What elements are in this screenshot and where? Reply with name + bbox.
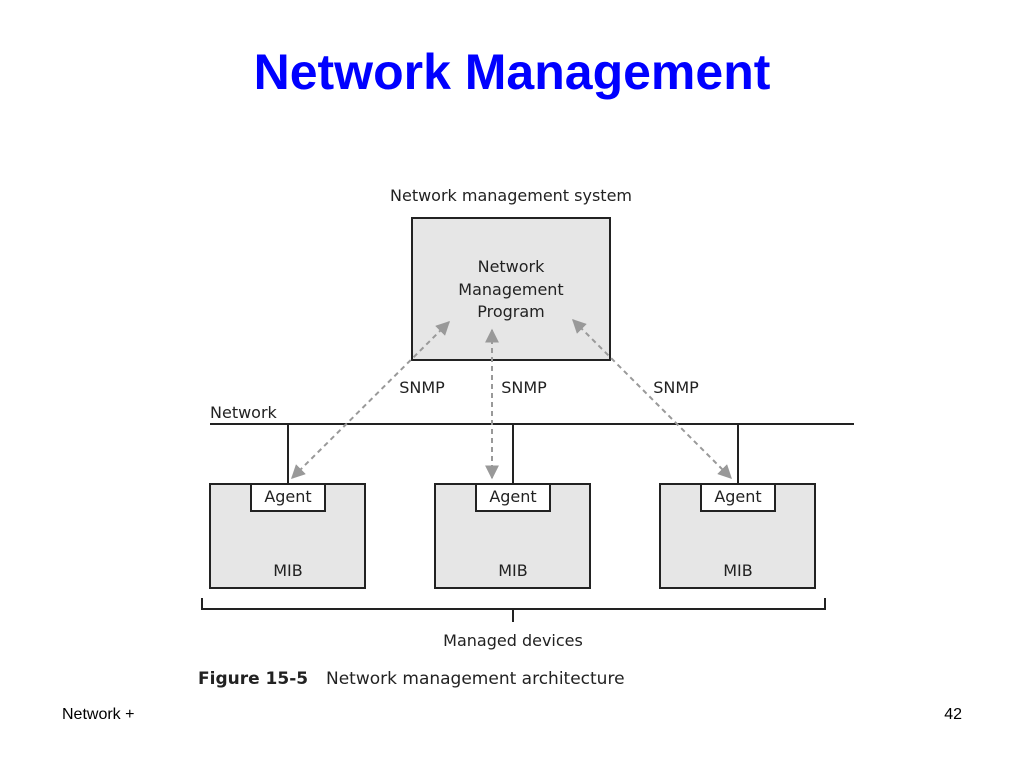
nms-label: Network management system (390, 186, 632, 205)
program-line-1: Network (478, 257, 546, 276)
mib-label-1: MIB (273, 561, 303, 580)
managed-devices-bracket (201, 598, 826, 622)
agent-label-1: Agent (264, 487, 311, 506)
agent-box-1 (250, 483, 326, 512)
network-label: Network (210, 403, 278, 422)
managed-devices-label: Managed devices (443, 631, 583, 650)
figure-number: Figure 15-5 (198, 669, 308, 689)
agent-label-3: Agent (714, 487, 761, 506)
page-number: 42 (944, 706, 962, 723)
snmp-label-2: SNMP (501, 378, 547, 397)
program-line-3: Program (477, 302, 545, 321)
agent-box-3 (700, 483, 776, 512)
snmp-arrow-right (572, 319, 732, 479)
agent-box-2 (475, 483, 551, 512)
snmp-arrow-left (291, 321, 450, 479)
figure-caption: Network management architecture (326, 669, 625, 689)
snmp-label-1: SNMP (399, 378, 445, 397)
mib-label-3: MIB (723, 561, 753, 580)
device-box-2 (434, 483, 591, 589)
footer-course-label: Network + (62, 706, 135, 723)
program-line-2: Management (458, 280, 563, 299)
agent-label-2: Agent (489, 487, 536, 506)
mib-label-2: MIB (498, 561, 528, 580)
slide-title: Network Management (253, 44, 771, 100)
snmp-label-3: SNMP (653, 378, 699, 397)
